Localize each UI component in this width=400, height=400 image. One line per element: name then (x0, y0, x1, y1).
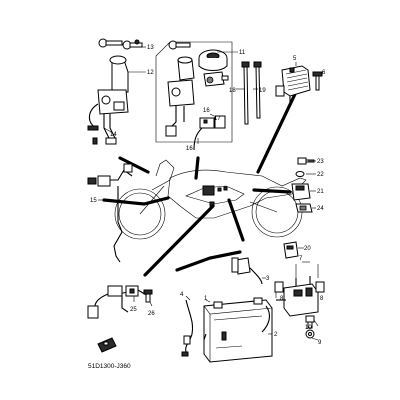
callout-8-right: 8 (320, 296, 324, 302)
callout-16-lower: 16 (186, 146, 193, 152)
callout-26: 26 (148, 311, 155, 317)
callout-2: 2 (274, 332, 278, 338)
callout-9: 9 (318, 340, 322, 346)
relay-20 (283, 241, 299, 259)
callout-20: 20 (304, 246, 311, 252)
callout-14: 14 (110, 132, 117, 138)
callout-8-left: 8 (280, 296, 284, 302)
wiring-harness-center-mark (202, 185, 215, 196)
battery-lead-4 (181, 299, 194, 357)
bolt-6 (312, 71, 323, 91)
callout-15: 15 (90, 198, 97, 204)
battery-1 (203, 297, 273, 363)
callout-24: 24 (317, 206, 324, 212)
ignition-key-set (98, 38, 143, 50)
fuse-8 (274, 281, 325, 293)
location-pointers (102, 90, 298, 277)
leader-lines (98, 46, 322, 341)
main-switch-assembly-11 (165, 40, 229, 137)
callout-22: 22 (317, 172, 324, 178)
washer-22 (295, 171, 305, 177)
bracket-24 (295, 203, 313, 213)
washer-9 (305, 329, 315, 339)
callout-6: 6 (322, 70, 326, 76)
diagram-code: 51D1300-J360 (88, 363, 131, 370)
starter-relay-3 (231, 257, 263, 285)
callout-12: 12 (147, 70, 154, 76)
callout-5: 5 (293, 56, 297, 62)
starter-relay-7 (276, 276, 319, 317)
callout-numbers: 13 12 14 11 18 19 5 6 16 17 16 15 23 22 … (90, 45, 326, 346)
callout-1: 1 (204, 296, 208, 302)
callout-16-upper: 16 (203, 108, 210, 114)
callout-13: 13 (147, 45, 154, 51)
relay-21 (291, 183, 311, 201)
callout-21: 21 (317, 189, 324, 195)
callout-7: 7 (299, 256, 303, 262)
callout-17: 17 (214, 116, 221, 122)
callout-25: 25 (130, 307, 137, 313)
callout-4: 4 (180, 292, 184, 298)
callout-10: 10 (305, 325, 312, 331)
callout-18: 18 (229, 88, 236, 94)
motorcycle-silhouette (114, 159, 307, 240)
battery-band-2 (203, 305, 271, 341)
callout-19: 19 (259, 88, 266, 94)
main-switch-assembly-12 (87, 55, 129, 145)
bolt-10 (305, 315, 315, 329)
relay-connectors (193, 115, 226, 151)
cable-ties (241, 61, 262, 125)
bolt-26 (143, 289, 153, 303)
rectifier-regulator (275, 65, 311, 104)
wire-harness-25 (87, 285, 149, 319)
callout-3: 3 (266, 276, 270, 282)
sub-wire-harness-15 (87, 163, 133, 263)
main-switch-box (155, 41, 233, 143)
callout-11: 11 (239, 50, 246, 56)
callout-23: 23 (317, 159, 324, 165)
connector-cap (97, 337, 117, 353)
